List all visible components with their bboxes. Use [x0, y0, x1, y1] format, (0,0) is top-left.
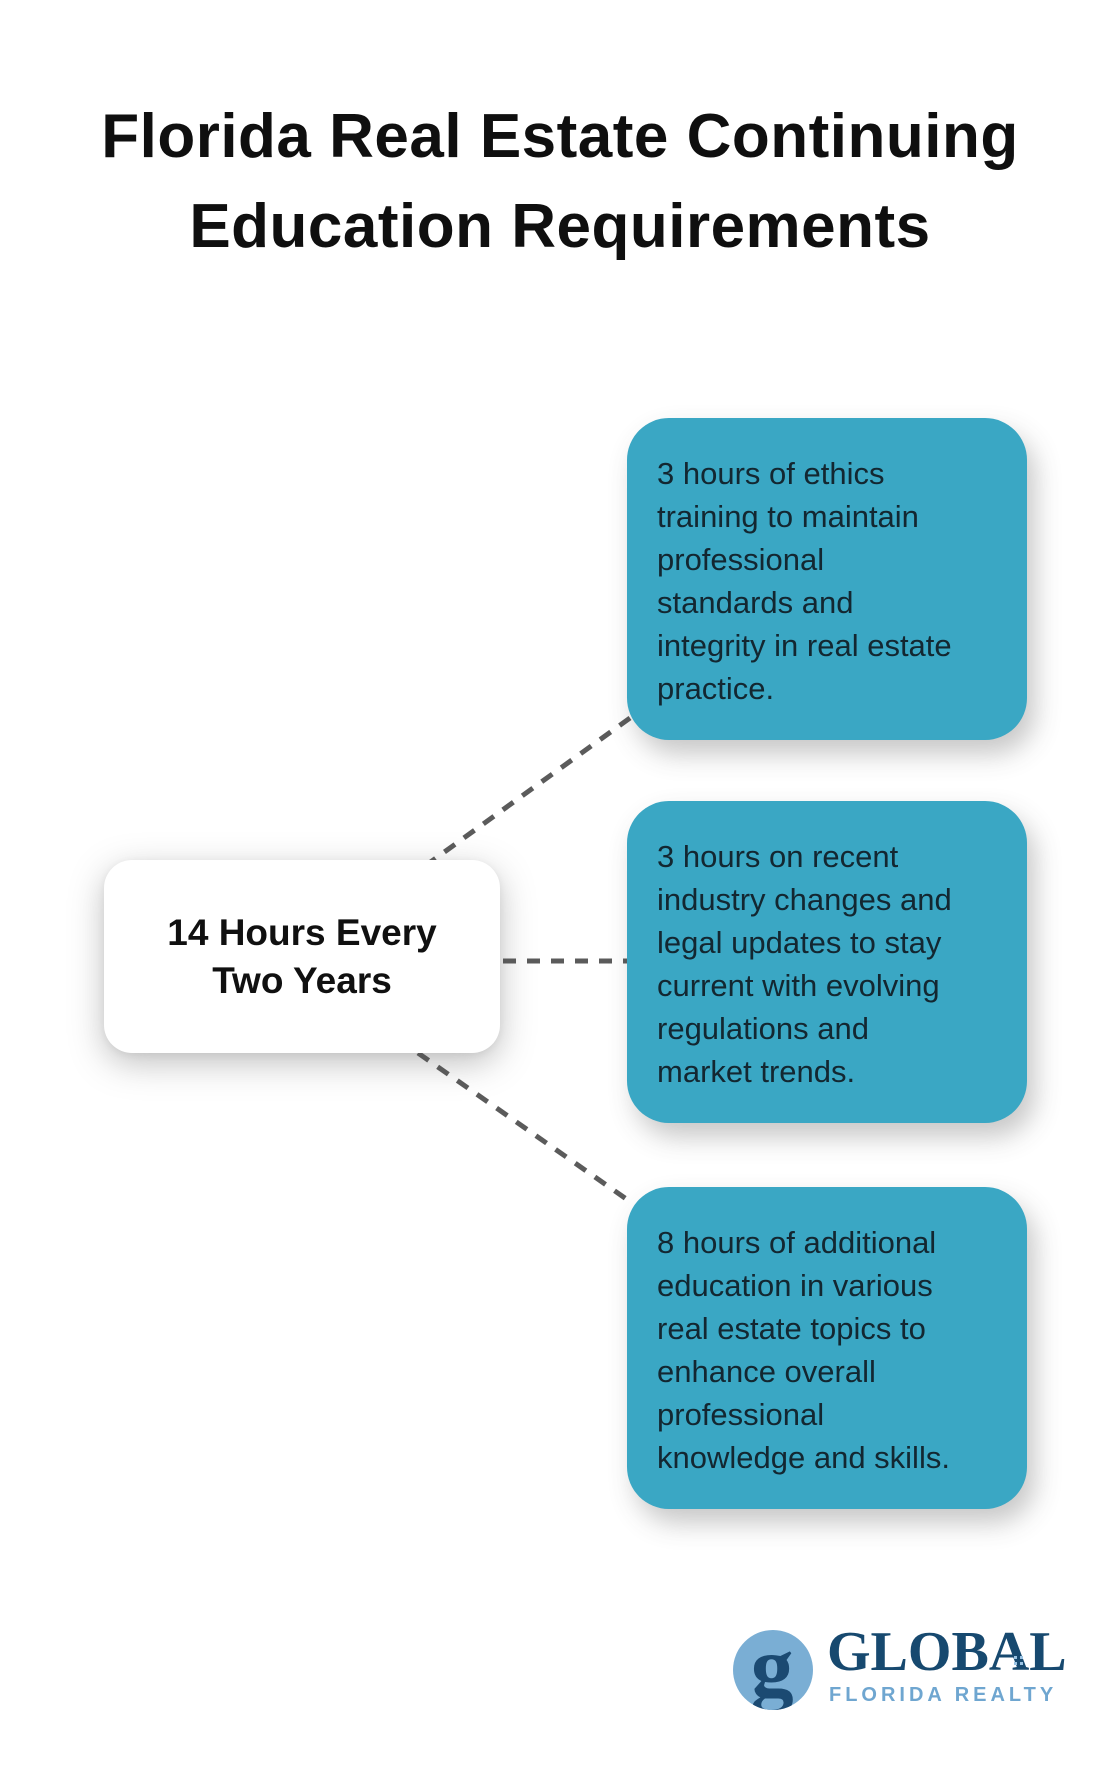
branch-card-ethics: 3 hours of ethics training to maintain p…: [627, 418, 1027, 740]
logo-house-windows-icon: [1014, 1656, 1017, 1659]
logo-globe-icon: g: [733, 1630, 813, 1710]
branch-card-legal-updates: 3 hours on recent industry changes and l…: [627, 801, 1027, 1123]
page-title: Florida Real Estate Continuing Education…: [101, 102, 1019, 261]
company-logo: g GLOBAL FLORIDA REALTY: [733, 1624, 1067, 1716]
logo-subtitle: FLORIDA REALTY: [829, 1684, 1058, 1706]
connector-line-top: [423, 715, 632, 869]
logo-monogram: g: [750, 1630, 794, 1710]
logo-name: GLOBAL: [827, 1621, 1067, 1683]
connector-line-bottom: [416, 1050, 634, 1206]
center-node-hours-requirement: 14 Hours Every Two Years: [104, 860, 500, 1053]
branch-card-additional-education: 8 hours of additional education in vario…: [627, 1187, 1027, 1509]
